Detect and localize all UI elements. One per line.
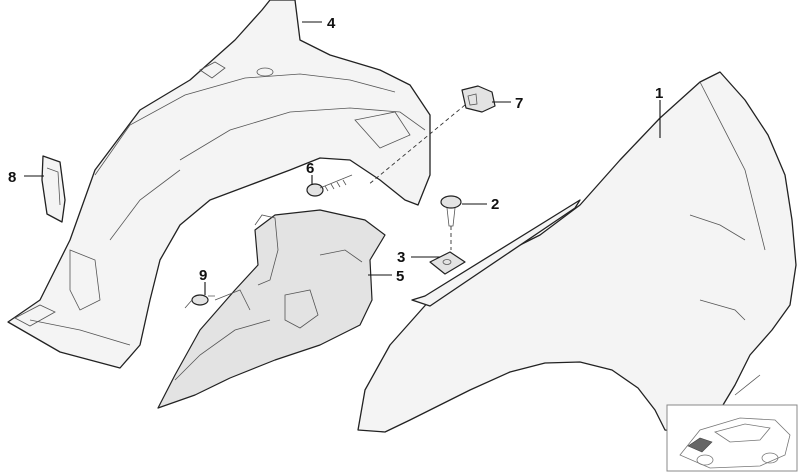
callout-9: 9: [199, 267, 207, 284]
callout-3: 3: [397, 249, 405, 266]
callout-8: 8: [8, 169, 16, 186]
callout-1: 1: [655, 85, 663, 102]
screw-part[interactable]: [306, 174, 353, 197]
fender-part[interactable]: [357, 71, 797, 433]
callout-6: 6: [306, 160, 314, 177]
nut-clip-part[interactable]: [429, 251, 466, 275]
splash-guard-part[interactable]: [157, 209, 386, 409]
cover-flap-part[interactable]: [41, 155, 66, 223]
push-clip-part[interactable]: [184, 294, 215, 309]
callout-4: 4: [327, 15, 336, 32]
expanding-rivet-part[interactable]: [461, 85, 496, 113]
callout-5: 5: [396, 268, 404, 285]
wheel-arch-liner-part[interactable]: [7, 0, 431, 369]
vehicle-overview-icon: [666, 404, 798, 472]
callout-7: 7: [515, 95, 523, 112]
callout-2: 2: [491, 196, 499, 213]
bolt-part[interactable]: [440, 195, 462, 227]
